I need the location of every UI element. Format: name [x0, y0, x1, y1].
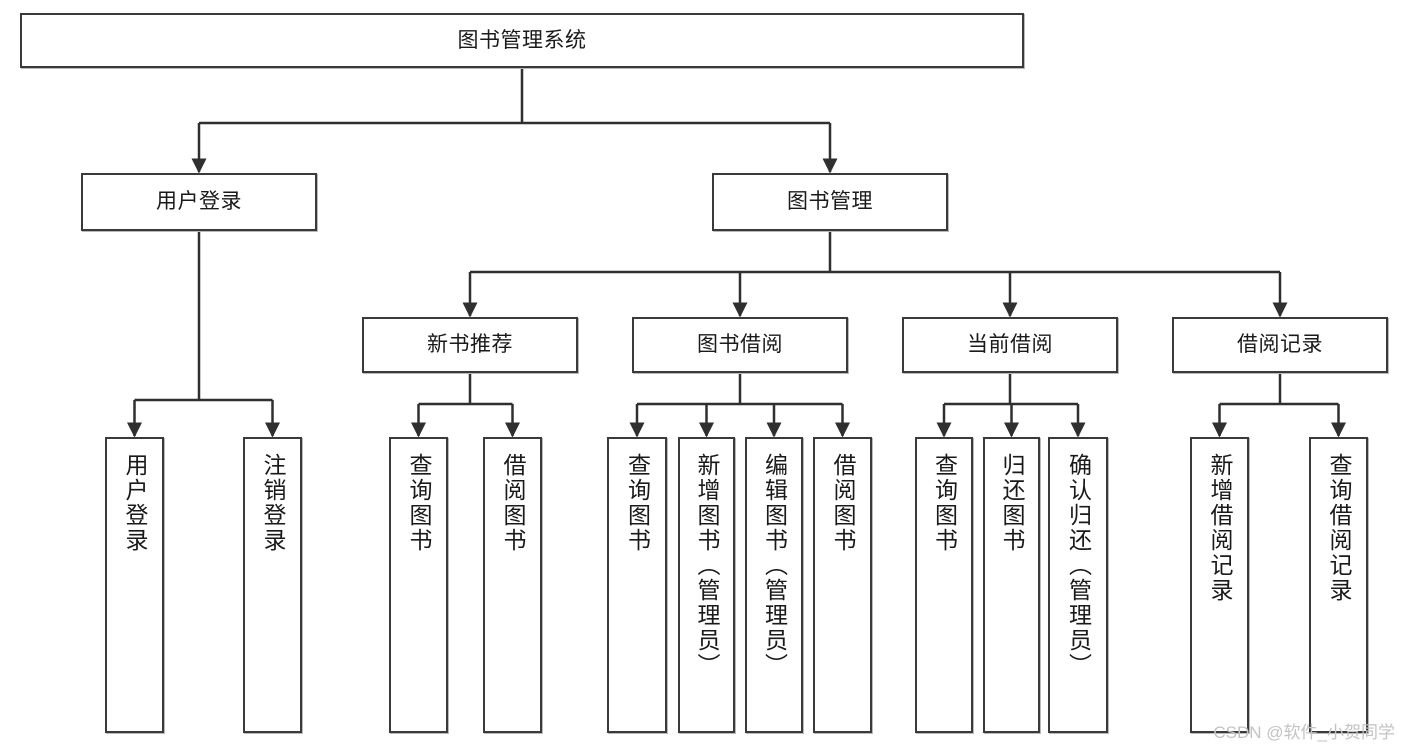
- node-label: 归还图书: [999, 453, 1025, 553]
- node-leaf-6[interactable]: 新增图书（管理员）: [678, 437, 735, 733]
- node-label: 当前借阅: [967, 333, 1053, 357]
- node-leaf-7[interactable]: 编辑图书（管理员）: [745, 437, 803, 733]
- node-label: 查询图书: [931, 453, 958, 553]
- node-newbook[interactable]: 新书推荐: [362, 317, 578, 373]
- node-label: 用户登录: [122, 453, 148, 553]
- node-root[interactable]: 图书管理系统: [20, 13, 1024, 68]
- node-label: 新书推荐: [427, 333, 513, 357]
- node-leaf-5[interactable]: 查询图书: [607, 437, 667, 733]
- node-current[interactable]: 当前借阅: [902, 317, 1118, 373]
- node-label: 新增借阅记录: [1207, 453, 1233, 603]
- node-bookmgmt[interactable]: 图书管理: [712, 173, 948, 231]
- node-label: 查询图书: [624, 453, 651, 553]
- watermark: CSDN @软件_小贺同学: [1213, 723, 1395, 742]
- node-leaf-2[interactable]: 注销登录: [243, 437, 302, 733]
- node-leaf-1[interactable]: 用户登录: [105, 437, 164, 733]
- node-leaf-9[interactable]: 查询图书: [915, 437, 973, 733]
- edges: [127, 68, 1346, 438]
- node-label: 图书借阅: [697, 333, 783, 357]
- node-label: 借阅记录: [1237, 333, 1323, 357]
- node-label: 新增图书（管理员）: [694, 453, 720, 678]
- node-label: 编辑图书（管理员）: [761, 453, 788, 678]
- node-leaf-13[interactable]: 查询借阅记录: [1309, 437, 1368, 733]
- node-label: 图书管理: [787, 190, 873, 214]
- node-label: 用户登录: [156, 190, 242, 214]
- node-label: 查询图书: [406, 453, 432, 553]
- node-label: 确认归还（管理员）: [1065, 453, 1092, 678]
- node-label: 借阅图书: [500, 453, 526, 553]
- node-borrow[interactable]: 图书借阅: [632, 317, 848, 373]
- node-login[interactable]: 用户登录: [81, 173, 317, 231]
- node-leaf-3[interactable]: 查询图书: [389, 437, 448, 733]
- node-leaf-8[interactable]: 借阅图书: [813, 437, 872, 733]
- node-label: 图书管理系统: [457, 28, 587, 52]
- node-leaf-11[interactable]: 确认归还（管理员）: [1048, 437, 1108, 733]
- node-label: 查询借阅记录: [1326, 453, 1352, 603]
- node-label: 借阅图书: [830, 453, 856, 553]
- node-label: 注销登录: [260, 453, 286, 553]
- node-leaf-12[interactable]: 新增借阅记录: [1190, 437, 1249, 733]
- node-records[interactable]: 借阅记录: [1172, 317, 1388, 373]
- node-leaf-4[interactable]: 借阅图书: [483, 437, 542, 733]
- node-leaf-10[interactable]: 归还图书: [983, 437, 1040, 733]
